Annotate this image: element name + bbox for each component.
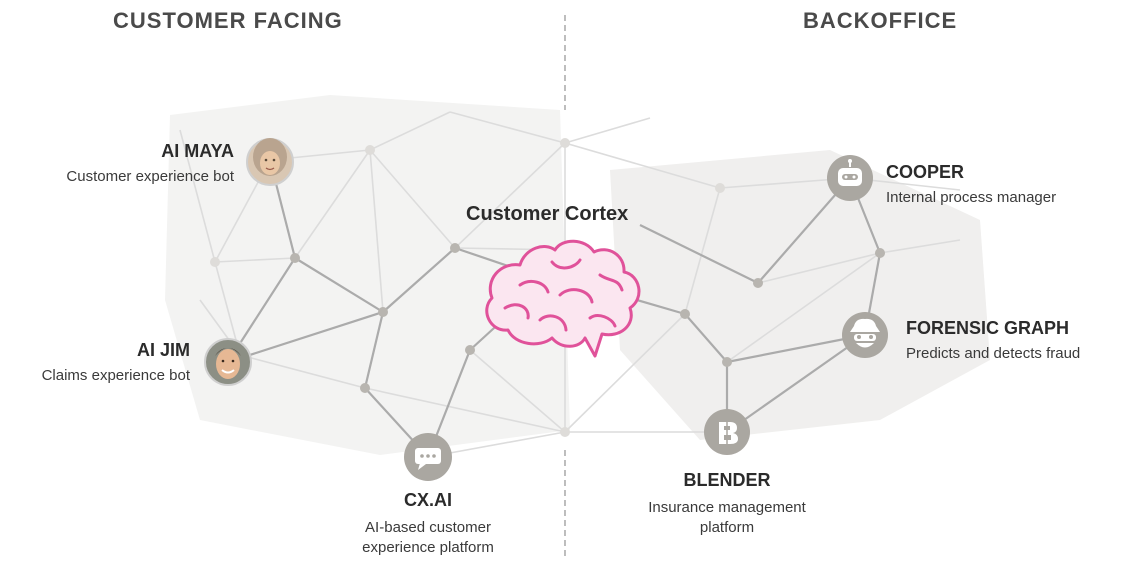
customer-cortex-title: Customer Cortex <box>466 203 629 225</box>
forensic-graph-name: FORENSIC GRAPH <box>906 318 1070 338</box>
blender-b-icon <box>704 409 750 455</box>
forensic-graph-label: FORENSIC GRAPH Predicts and detects frau… <box>906 318 1080 362</box>
cx-ai-label: CX.AI AI-based customer experience platf… <box>362 490 494 556</box>
cx-ai-name: CX.AI <box>403 490 453 510</box>
backoffice-header: BACKOFFICE <box>803 8 958 33</box>
ai-maya-label: AI MAYA Customer experience bot <box>66 141 234 185</box>
blender-name: BLENDER <box>683 470 771 490</box>
ai-maya-avatar <box>246 138 294 186</box>
cooper-name: COOPER <box>886 162 965 182</box>
detective-icon <box>842 312 888 358</box>
customer-facing-header: CUSTOMER FACING <box>113 8 343 33</box>
blender-desc-line2: platform <box>699 519 755 536</box>
ai-jim-desc: Claims experience bot <box>41 367 190 384</box>
blender-desc-line1: Insurance management <box>648 499 806 516</box>
ai-jim-label: AI JIM Claims experience bot <box>42 340 190 384</box>
brain-icon <box>485 239 641 358</box>
cooper-label: COOPER Internal process manager <box>886 162 1056 206</box>
ai-maya-desc: Customer experience bot <box>66 168 234 185</box>
ai-jim-name: AI JIM <box>136 340 190 360</box>
robot-icon <box>827 155 873 201</box>
cx-ai-desc-line1: AI-based customer <box>365 519 491 536</box>
network-dots <box>290 243 885 393</box>
chat-bubble-icon <box>404 433 452 481</box>
main-network-lines <box>227 159 882 458</box>
cx-ai-desc-line2: experience platform <box>362 539 494 556</box>
cooper-desc: Internal process manager <box>886 189 1057 206</box>
right-background-blob <box>610 150 990 440</box>
ai-jim-avatar <box>204 338 252 386</box>
blender-label: BLENDER Insurance management platform <box>648 470 806 536</box>
ai-maya-name: AI MAYA <box>161 141 234 161</box>
forensic-graph-desc: Predicts and detects fraud <box>906 345 1081 362</box>
